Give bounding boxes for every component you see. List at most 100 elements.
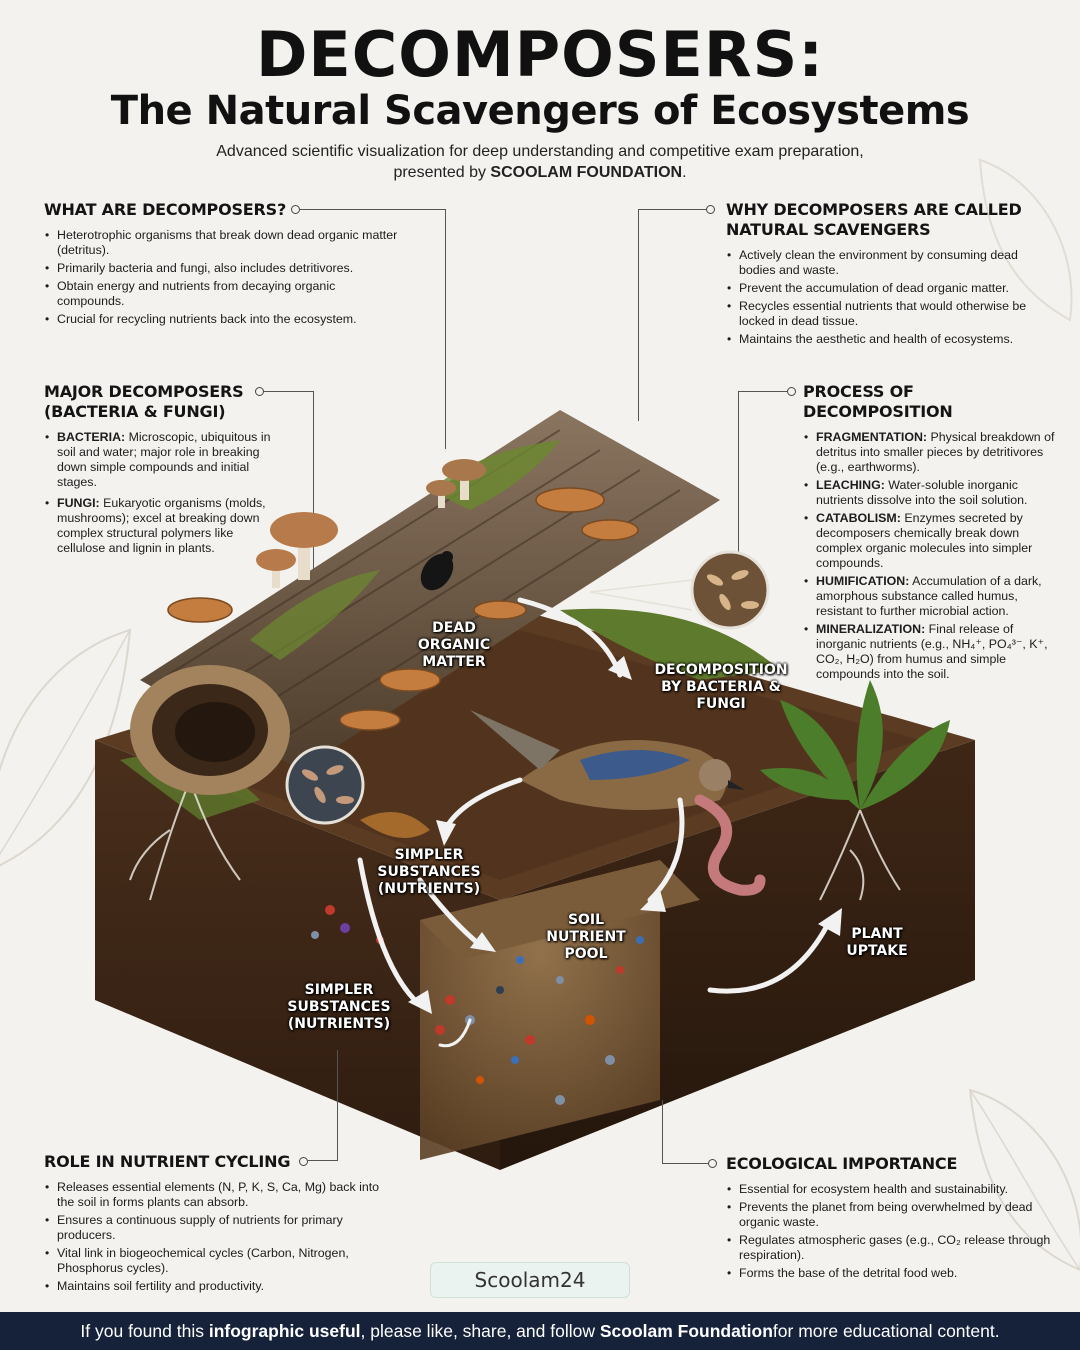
list-item: Recycles essential nutrients that would … (726, 299, 1056, 329)
list-item: Crucial for recycling nutrients back int… (44, 312, 399, 327)
arrow-to-soil-pool-right (647, 797, 685, 903)
earthworm (694, 794, 766, 896)
connector-dot (787, 387, 796, 396)
term: MINERALIZATION: (816, 622, 926, 636)
footer-text-end: for more educational content. (772, 1320, 1000, 1341)
definition: Physical breakdown of detritus into smal… (816, 430, 1055, 474)
bacteria-magnifier-right (690, 550, 770, 630)
label-simpler-substances-2: SIMPLER SUBSTANCES (NUTRIENTS) (287, 982, 391, 1032)
mushrooms (256, 459, 486, 588)
term: HUMIFICATION: (816, 574, 910, 588)
soil-block-left-face (95, 740, 500, 1170)
panel-heading: MAJOR DECOMPOSERS (BACTERIA & FUNGI) (44, 382, 244, 421)
label-soil-nutrient-pool: SOIL NUTRIENT POOL (546, 912, 626, 962)
list-item: FRAGMENTATION: Physical breakdown of det… (803, 430, 1065, 475)
connector-line (308, 1050, 338, 1161)
panel-process-of-decomposition: PROCESS OF DECOMPOSITION FRAGMENTATION: … (803, 382, 1065, 685)
panel-heading: ECOLOGICAL IMPORTANCE (726, 1154, 958, 1173)
list-item: MINERALIZATION: Final release of inorgan… (803, 622, 1065, 682)
connector-line (300, 209, 446, 449)
bacteria-magnifier-left (285, 745, 365, 825)
list-item: Primarily bacteria and fungi, also inclu… (44, 261, 399, 276)
brand-badge: Scoolam24 (430, 1262, 630, 1298)
list-item: Obtain energy and nutrients from decayin… (44, 279, 399, 309)
connector-dot (299, 1157, 308, 1166)
term: CATABOLISM: (816, 511, 901, 525)
arrow-to-decomposition (517, 597, 623, 678)
term: FUNGI: (57, 496, 100, 510)
label-simpler-substances-1: SIMPLER SUBSTANCES (NUTRIENTS) (377, 847, 481, 897)
list-item: Heterotrophic organisms that break down … (44, 228, 399, 258)
panel-major-decomposers: MAJOR DECOMPOSERS (BACTERIA & FUNGI) BAC… (44, 382, 284, 559)
bullet-list: BACTERIA: Microscopic, ubiquitous in soi… (44, 430, 284, 556)
description-end: . (682, 164, 687, 181)
definition: Enzymes secreted by decomposers chemical… (816, 511, 1033, 570)
label-dead-organic-matter: DEAD ORGANIC MATTER (417, 620, 491, 670)
background-leaf-left (0, 628, 132, 867)
list-item: Maintains soil fertility and productivit… (44, 1279, 389, 1294)
arrow-to-soil-pool-left (417, 877, 483, 948)
panel-heading: PROCESS OF DECOMPOSITION (803, 382, 953, 421)
list-item: Forms the base of the detrital food web. (726, 1266, 1056, 1281)
green-plant (760, 680, 950, 810)
definition: Final release of inorganic nutrients (e.… (816, 622, 1048, 681)
list-item: CATABOLISM: Enzymes secreted by decompos… (803, 511, 1065, 571)
page-description: Advanced scientific visualization for de… (190, 141, 890, 183)
bullet-list: Actively clean the environment by consum… (726, 248, 1056, 347)
panel-heading: WHAT ARE DECOMPOSERS? (44, 200, 287, 219)
beetle (420, 551, 454, 591)
footer-bold-1: infographic useful (208, 1320, 361, 1341)
description-text: Advanced scientific visualization for de… (216, 143, 864, 181)
page-title: DECOMPOSERS: (255, 18, 825, 91)
bullet-list: Heterotrophic organisms that break down … (44, 228, 399, 327)
panel-ecological-importance: ECOLOGICAL IMPORTANCE Essential for ecos… (726, 1154, 1056, 1284)
bullet-list: Essential for ecosystem health and susta… (726, 1182, 1056, 1281)
arrow-heads (408, 656, 842, 1014)
connector-dot (255, 387, 264, 396)
list-item: FUNGI: Eukaryotic organisms (molds, mush… (44, 496, 284, 556)
list-item: Maintains the aesthetic and health of ec… (726, 332, 1056, 347)
connector-dot (291, 205, 300, 214)
list-item: Essential for ecosystem health and susta… (726, 1182, 1056, 1197)
panel-heading: WHY DECOMPOSERS ARE CALLED NATURAL SCAVE… (726, 200, 1022, 239)
list-item: Prevents the planet from being overwhelm… (726, 1200, 1056, 1230)
grass-patch (560, 608, 780, 680)
decomposition-illustration (95, 410, 975, 1170)
connector-line (738, 391, 787, 561)
list-item: Regulates atmospheric gases (e.g., CO₂ r… (726, 1233, 1056, 1263)
term: FRAGMENTATION: (816, 430, 928, 444)
footer-text: If you found this (80, 1320, 204, 1341)
footer-bold-2: Scoolam Foundation (599, 1320, 773, 1341)
list-item: Vital link in biogeochemical cycles (Car… (44, 1246, 389, 1276)
footer-bar: If you found this infographic useful, pl… (0, 1312, 1080, 1350)
label-plant-uptake: PLANT UPTAKE (846, 926, 908, 959)
list-item: Prevent the accumulation of dead organic… (726, 281, 1056, 296)
panel-role-in-nutrient-cycling: ROLE IN NUTRIENT CYCLING Releases essent… (44, 1152, 389, 1297)
list-item: LEACHING: Water-soluble inorganic nutrie… (803, 478, 1065, 508)
list-item: Releases essential elements (N, P, K, S,… (44, 1180, 389, 1210)
connector-line (638, 209, 706, 421)
definition: Eukaryotic organisms (molds, mushrooms);… (57, 496, 266, 555)
panel-why-scavengers: WHY DECOMPOSERS ARE CALLED NATURAL SCAVE… (726, 200, 1056, 350)
footer-text-mid: , please like, share, and follow (360, 1320, 595, 1341)
list-item: Actively clean the environment by consum… (726, 248, 1056, 278)
connector-dot (708, 1159, 717, 1168)
definition: Accumulation of a dark, amorphous substa… (816, 574, 1042, 618)
definition: Microscopic, ubiquitous in soil and wate… (57, 430, 271, 489)
definition: Water-soluble inorganic nutrients dissol… (816, 478, 1028, 507)
description-brand: SCOOLAM FOUNDATION (490, 164, 683, 181)
list-item: Ensures a continuous supply of nutrients… (44, 1213, 389, 1243)
connector-dot (706, 205, 715, 214)
bullet-list: Releases essential elements (N, P, K, S,… (44, 1180, 389, 1294)
term: LEACHING: (816, 478, 885, 492)
page-subtitle: The Natural Scavengers of Ecosystems (110, 88, 970, 134)
connector-line (264, 391, 314, 581)
bullet-list: FRAGMENTATION: Physical breakdown of det… (803, 430, 1065, 682)
arrow-nutrients-down (357, 857, 423, 1008)
list-item: HUMIFICATION: Accumulation of a dark, am… (803, 574, 1065, 619)
list-item: BACTERIA: Microscopic, ubiquitous in soi… (44, 430, 284, 490)
label-decomposition: DECOMPOSITION BY BACTERIA & FUNGI (654, 662, 788, 712)
connector-line (662, 1100, 708, 1164)
bracket-fungi (167, 487, 639, 731)
dry-leaf (360, 812, 430, 838)
